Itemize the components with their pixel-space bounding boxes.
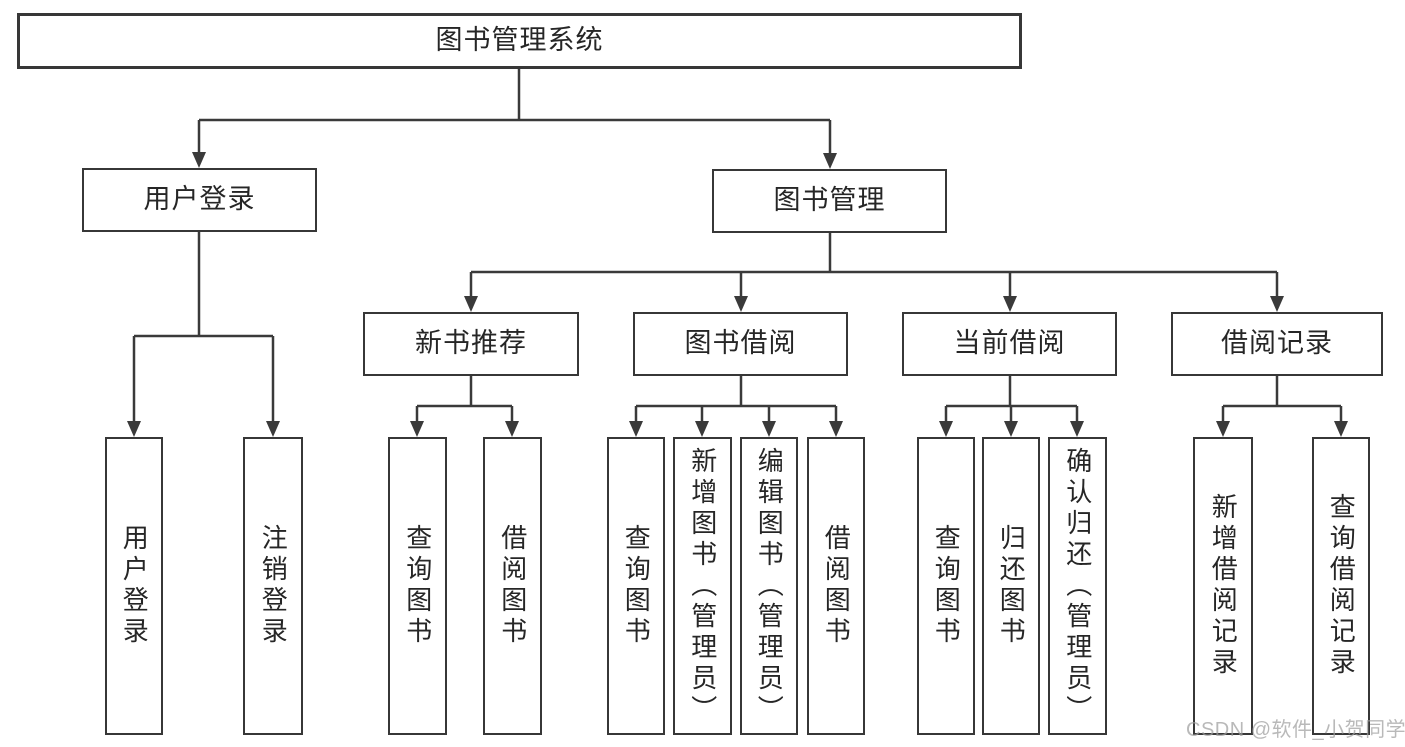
arrow-to-user-login-leaf	[127, 421, 141, 437]
arrow-to-new-book-recommend	[464, 296, 478, 312]
node-borrow-books-recommend: 借阅图书	[483, 437, 542, 735]
node-logout-leaf: 注销登录	[243, 437, 303, 735]
connector-user-login-branch	[132, 232, 275, 423]
arrow-to-logout-leaf	[266, 421, 280, 437]
arrow-to-current-borrow	[1003, 296, 1017, 312]
arrow-to-book-management	[823, 153, 837, 169]
node-book-management: 图书管理	[712, 169, 947, 233]
csdn-watermark: CSDN @软件_小贺同学	[1186, 719, 1405, 741]
node-library-system: 图书管理系统	[17, 13, 1022, 69]
node-add-books-admin: 新增图书（管理员）	[673, 437, 732, 735]
arrow-to-query-borrow-record	[1334, 421, 1348, 437]
connector-root-branch	[197, 68, 832, 155]
arrow-to-query-books-borrow	[629, 421, 643, 437]
arrow-to-return-books	[1004, 421, 1018, 437]
arrow-to-borrow-books	[829, 421, 843, 437]
arrow-to-edit-books-admin	[762, 421, 776, 437]
node-book-borrow: 图书借阅	[633, 312, 848, 376]
node-query-books-borrow: 查询图书	[607, 437, 665, 735]
arrow-to-user-login	[192, 152, 206, 168]
arrow-to-add-books-admin	[695, 421, 709, 437]
connector-borrow-records-branch	[1221, 376, 1343, 423]
node-query-books-current: 查询图书	[917, 437, 975, 735]
node-return-books: 归还图书	[982, 437, 1040, 735]
node-add-borrow-record: 新增借阅记录	[1193, 437, 1253, 735]
node-new-book-recommend: 新书推荐	[363, 312, 579, 376]
arrow-to-book-borrow	[734, 296, 748, 312]
arrow-to-borrow-books-recommend	[505, 421, 519, 437]
node-user-login: 用户登录	[82, 168, 317, 232]
connector-new-book-branch	[415, 376, 514, 423]
arrow-to-confirm-return-admin	[1070, 421, 1084, 437]
node-query-books-recommend: 查询图书	[388, 437, 447, 735]
connector-book-borrow-branch	[634, 376, 838, 423]
arrow-to-query-books-current	[939, 421, 953, 437]
node-current-borrow: 当前借阅	[902, 312, 1117, 376]
connector-book-management-branch	[469, 233, 1279, 298]
arrow-to-query-books-recommend	[410, 421, 424, 437]
node-query-borrow-record: 查询借阅记录	[1312, 437, 1370, 735]
arrow-to-add-borrow-record	[1216, 421, 1230, 437]
node-borrow-records: 借阅记录	[1171, 312, 1383, 376]
node-borrow-books: 借阅图书	[807, 437, 865, 735]
arrow-to-borrow-records	[1270, 296, 1284, 312]
connector-current-borrow-branch	[944, 376, 1079, 423]
arrowheads	[127, 152, 1348, 437]
node-user-login-leaf: 用户登录	[105, 437, 163, 735]
node-confirm-return-admin: 确认归还（管理员）	[1048, 437, 1107, 735]
node-edit-books-admin: 编辑图书（管理员）	[740, 437, 798, 735]
